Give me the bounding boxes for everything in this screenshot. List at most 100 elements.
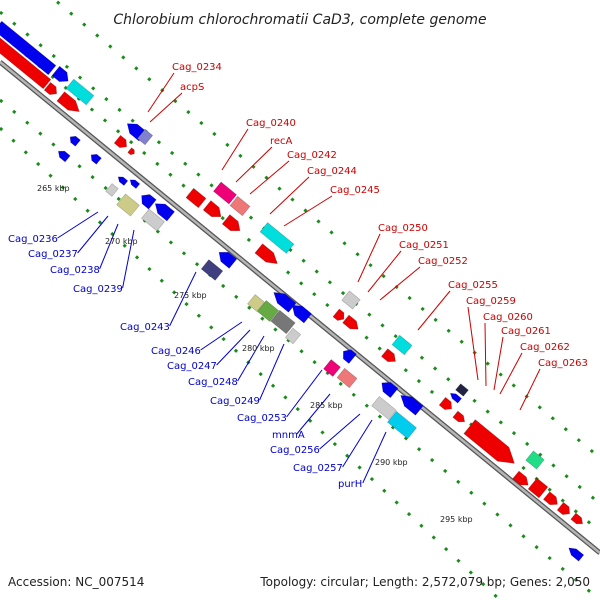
gene-feature-47 <box>455 383 469 397</box>
tick-label-4: 285 kbp <box>310 401 343 410</box>
reverse-leader-9 <box>286 369 323 418</box>
gene-feature-27 <box>218 251 238 269</box>
gene-feature-3 <box>65 78 95 106</box>
reverse-leader-13 <box>362 431 387 484</box>
gene-feature-34 <box>284 327 302 345</box>
gene-feature-56 <box>556 501 570 515</box>
gene-feature-29 <box>247 294 265 312</box>
forward-gene-label-2: Cag_0240 <box>246 118 296 129</box>
gene-feature-33 <box>291 305 312 324</box>
forward-gene-label-11: Cag_0259 <box>466 296 516 307</box>
forward-leader-12 <box>484 322 487 387</box>
gene-feature-57 <box>570 512 584 525</box>
reverse-gene-label-5: Cag_0246 <box>151 346 201 357</box>
reverse-leader-12 <box>342 419 373 468</box>
reverse-leader-6 <box>216 329 251 366</box>
gene-feature-50 <box>452 410 466 423</box>
gene-feature-36 <box>332 308 345 321</box>
tick-label-5: 290 kbp <box>375 458 408 467</box>
gene-feature-49 <box>438 396 452 410</box>
tick-label-0: 265 kbp <box>37 184 70 193</box>
gene-feature-19 <box>141 208 165 232</box>
reverse-gene-label-10: mnmA <box>272 430 305 441</box>
gene-feature-58 <box>568 547 585 562</box>
gene-feature-41 <box>323 359 341 377</box>
dotted-track-4 <box>0 126 502 600</box>
reverse-gene-label-7: Cag_0248 <box>188 377 238 388</box>
gene-feature-52 <box>525 450 545 470</box>
gene-feature-11 <box>57 150 71 163</box>
forward-gene-label-6: Cag_0245 <box>330 185 380 196</box>
reverse-gene-label-3: Cag_0239 <box>73 284 123 295</box>
gene-feature-16 <box>116 193 140 217</box>
gene-feature-15 <box>105 183 119 197</box>
accession-text: Accession: NC_007514 <box>8 575 144 589</box>
gene-feature-25 <box>259 222 295 254</box>
gene-feature-2 <box>51 65 69 82</box>
forward-leader-10 <box>417 290 451 331</box>
gene-feature-17 <box>141 194 157 210</box>
forward-gene-label-5: Cag_0244 <box>307 166 357 177</box>
forward-gene-label-8: Cag_0251 <box>399 240 449 251</box>
gene-feature-7 <box>136 128 154 146</box>
gene-feature-45 <box>371 395 397 421</box>
gene-feature-55 <box>542 491 558 506</box>
gene-feature-43 <box>381 382 399 399</box>
gene-feature-9 <box>127 147 135 156</box>
gene-feature-21 <box>202 200 222 218</box>
gene-feature-31 <box>270 309 296 335</box>
reverse-leader-3 <box>122 229 135 289</box>
tick-label-6: 295 kbp <box>440 515 473 524</box>
reverse-leader-0 <box>57 211 99 239</box>
reverse-gene-label-13: purH <box>338 479 362 490</box>
reverse-leader-11 <box>319 413 361 450</box>
forward-leader-3 <box>235 146 273 183</box>
reverse-gene-label-4: Cag_0243 <box>120 322 170 333</box>
gene-features <box>0 20 585 562</box>
forward-leader-14 <box>499 352 523 395</box>
gene-feature-0 <box>0 20 57 76</box>
reverse-gene-label-11: Cag_0256 <box>270 445 320 456</box>
tick-label-1: 270 kbp <box>105 237 138 246</box>
forward-leader-2 <box>221 128 249 171</box>
gene-feature-22 <box>213 181 237 205</box>
forward-gene-label-4: Cag_0242 <box>287 150 337 161</box>
gene-feature-12 <box>90 153 102 165</box>
gene-feature-51 <box>463 419 515 464</box>
reverse-leader-10 <box>296 393 331 435</box>
forward-gene-label-10: Cag_0255 <box>448 280 498 291</box>
gene-feature-37 <box>342 314 359 330</box>
tick-label-3: 280 kbp <box>242 344 275 353</box>
reverse-gene-label-12: Cag_0257 <box>293 463 343 474</box>
label-leader-lines <box>57 72 541 484</box>
gene-feature-4 <box>43 81 57 95</box>
forward-leader-5 <box>269 176 310 215</box>
forward-gene-label-3: recA <box>270 136 293 147</box>
gene-feature-46 <box>387 410 417 440</box>
dotted-track-1 <box>52 0 600 460</box>
forward-gene-label-0: Cag_0234 <box>172 62 222 73</box>
forward-leader-1 <box>149 92 183 123</box>
reverse-gene-label-0: Cag_0236 <box>8 234 58 245</box>
gene-feature-8 <box>113 134 127 148</box>
forward-gene-label-13: Cag_0261 <box>501 326 551 337</box>
forward-leader-11 <box>467 306 479 381</box>
forward-leader-4 <box>249 160 290 195</box>
gene-feature-23 <box>229 195 251 217</box>
dotted-track-3 <box>0 98 600 600</box>
forward-gene-label-1: acpS <box>180 82 204 93</box>
gene-feature-39 <box>380 348 396 363</box>
gene-feature-48 <box>449 392 462 404</box>
gene-feature-35 <box>341 290 361 310</box>
reverse-leader-2 <box>99 223 119 270</box>
gene-feature-38 <box>391 334 413 356</box>
forward-leader-13 <box>493 336 504 391</box>
gene-feature-10 <box>69 135 81 147</box>
gene-feature-24 <box>221 214 241 232</box>
forward-gene-label-12: Cag_0260 <box>483 312 533 323</box>
forward-gene-labels: Cag_0234 acpS Cag_0240 recA Cag_0242Cag_0244… <box>172 62 588 369</box>
reverse-gene-label-1: Cag_0237 <box>28 249 78 260</box>
gene-feature-20 <box>185 187 207 209</box>
